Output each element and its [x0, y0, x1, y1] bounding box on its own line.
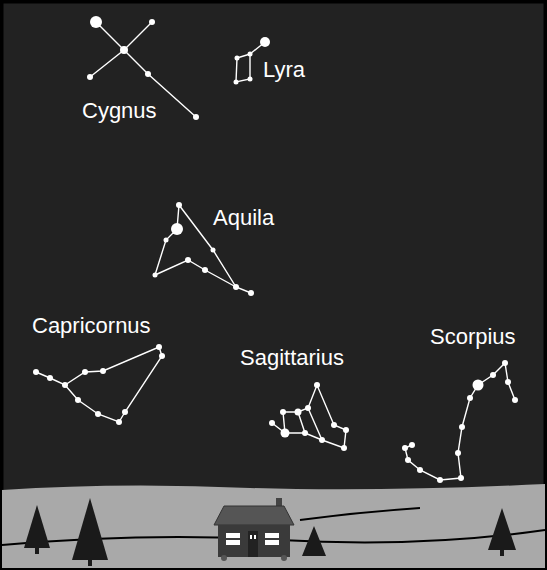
constellation-name: Cygnus: [82, 98, 157, 124]
constellation-name: Lyra: [263, 57, 305, 83]
constellation-name: Scorpius: [430, 324, 516, 350]
constellation-name: Sagittarius: [240, 345, 344, 371]
constellation-name: Capricornus: [32, 313, 151, 339]
constellation-name: Aquila: [213, 205, 274, 231]
